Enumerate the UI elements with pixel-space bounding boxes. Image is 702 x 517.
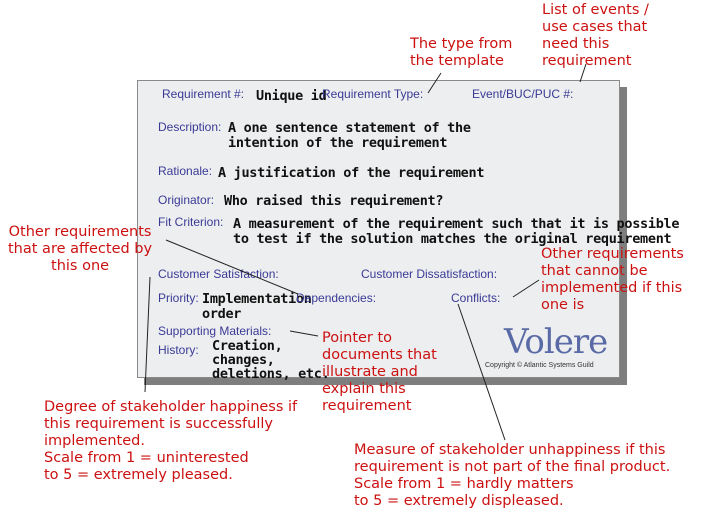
connector-events xyxy=(579,63,587,83)
rationale-value: A justification of the requirement xyxy=(218,165,485,181)
description-line-2: intention of the requirement xyxy=(228,135,448,151)
annotation-events: List of events / use cases that need thi… xyxy=(542,2,649,69)
fit-criterion-line-2: to test if the solution matches the orig… xyxy=(233,231,672,247)
connector-supporting xyxy=(289,330,319,337)
originator-label: Originator: xyxy=(158,193,215,207)
priority-line-1: Implementation xyxy=(202,291,312,307)
fit-criterion-label: Fit Criterion: xyxy=(158,215,224,229)
fit-criterion-line-1: A measurement of the requirement such th… xyxy=(233,216,680,232)
annotation-dependencies: Other requirements that are affected by … xyxy=(8,224,153,274)
history-line-3: deletions, etc. xyxy=(212,366,330,382)
connector-satisfaction xyxy=(144,276,151,393)
annotation-dissatisfaction: Measure of stakeholder unhappiness if th… xyxy=(354,442,671,509)
history-line-1: Creation, xyxy=(212,338,283,354)
priority-line-2: order xyxy=(202,306,242,322)
history-label: History: xyxy=(158,343,199,357)
conflicts-label: Conflicts: xyxy=(451,291,501,305)
connector-type xyxy=(427,72,442,94)
connector-dependencies xyxy=(165,239,299,295)
requirement-number-value: Unique id xyxy=(256,88,327,104)
requirement-card xyxy=(137,80,620,378)
annotation-satisfaction: Degree of stakeholder happiness if this … xyxy=(44,399,298,483)
annotation-type: The type from the template xyxy=(410,36,513,69)
rationale-label: Rationale: xyxy=(158,164,213,178)
description-label: Description: xyxy=(158,120,222,134)
originator-value: Who raised this requirement? xyxy=(224,193,444,209)
priority-label: Priority: xyxy=(158,291,199,305)
event-label: Event/BUC/PUC #: xyxy=(472,87,574,101)
requirement-number-label: Requirement #: xyxy=(162,87,245,101)
annotation-conflicts: Other requirements that cannot be implem… xyxy=(541,246,684,313)
customer-satisfaction-label: Customer Satisfaction: xyxy=(158,267,279,281)
connector-dissatisfaction xyxy=(457,303,506,441)
volere-logo: Volere xyxy=(504,322,608,362)
supporting-materials-label: Supporting Materials: xyxy=(158,324,272,338)
description-line-1: A one sentence statement of the xyxy=(228,120,471,136)
history-line-2: changes, xyxy=(212,352,275,368)
connector-conflicts xyxy=(512,279,540,298)
copyright-text: Copyright © Atlantic Systems Guild xyxy=(485,362,594,369)
customer-dissatisfaction-label: Customer Dissatisfaction: xyxy=(361,267,498,281)
dependencies-label: Dependencies: xyxy=(296,291,377,305)
requirement-type-label: Requirement Type: xyxy=(322,87,424,101)
annotation-supporting-materials: Pointer to documents that illustrate and… xyxy=(322,330,437,414)
